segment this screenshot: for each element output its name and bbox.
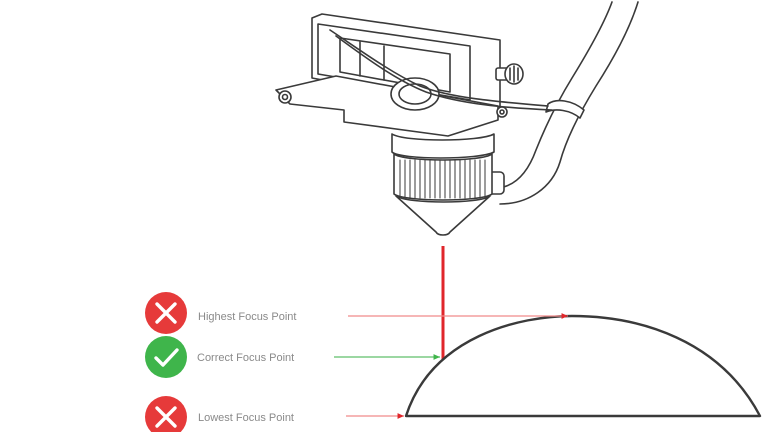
x-mark-icon: [145, 292, 187, 334]
adjustment-knob: [495, 63, 524, 85]
nozzle-knurled-ring: [393, 153, 493, 201]
highest-focus-label: Highest Focus Point: [198, 311, 296, 323]
lowest-focus-label: Lowest Focus Point: [198, 412, 294, 424]
laser-head-illustration: [275, 1, 639, 236]
mirror-housing: [339, 37, 451, 93]
x-mark-icon: [145, 396, 187, 432]
cable-loop: [329, 29, 549, 107]
head-top-box: [317, 23, 471, 101]
lens-ring: [390, 77, 440, 111]
workpiece-dome: [404, 314, 762, 418]
head-base-plate: [275, 75, 499, 137]
correct-focus-label: Correct Focus Point: [197, 352, 294, 364]
air-hose: [497, 1, 639, 205]
check-mark-icon: [145, 336, 187, 378]
nozzle-collar: [391, 133, 495, 159]
nozzle-cone: [395, 195, 491, 236]
